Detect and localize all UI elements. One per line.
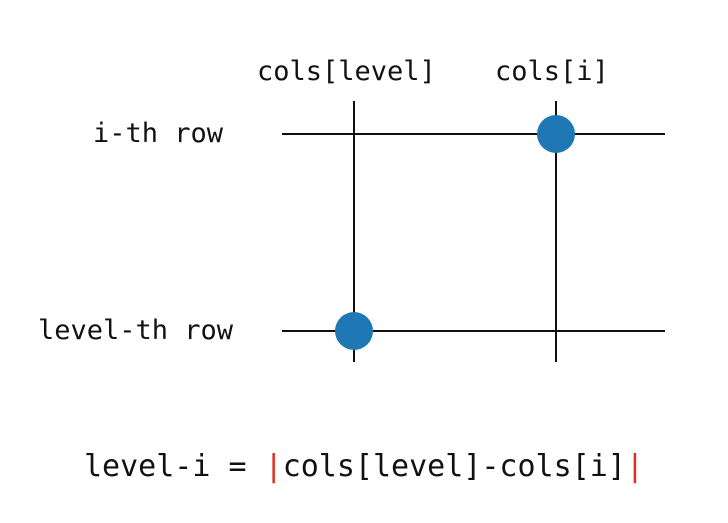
row-label-i: i-th row bbox=[93, 118, 224, 149]
formula-expression: cols[level]-cols[i] bbox=[282, 449, 626, 484]
row-label-level: level-th row bbox=[38, 315, 234, 346]
abs-bar-open: | bbox=[264, 449, 283, 484]
queen-point-level bbox=[335, 312, 373, 350]
column-label-i: cols[i] bbox=[495, 56, 609, 87]
formula-lhs: level-i = bbox=[84, 449, 265, 484]
queen-point-i bbox=[537, 115, 575, 153]
abs-bar-close: | bbox=[625, 449, 644, 484]
column-label-level: cols[level] bbox=[257, 56, 436, 87]
distance-formula: level-i = |cols[level]-cols[i]| bbox=[84, 452, 644, 482]
